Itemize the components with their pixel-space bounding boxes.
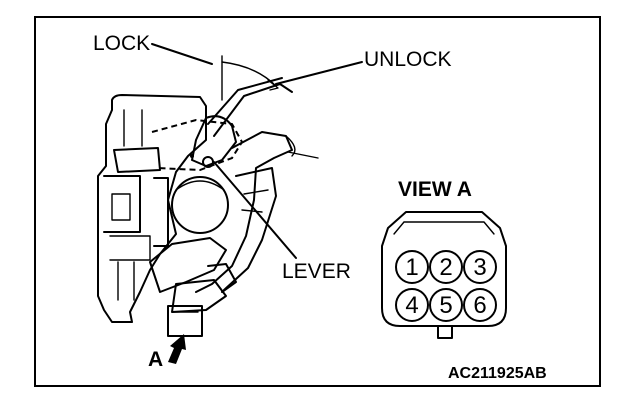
link-arm [195,131,293,293]
connector-outer-shell [381,211,507,327]
arrow-a-label: A [148,348,163,371]
connector-pin-number: 6 [473,292,486,319]
arrow-a-icon [168,334,186,364]
figure-code: AC211925AB [448,365,547,382]
connector-pin-1 [395,250,429,284]
lever-leader [213,161,297,259]
lever-plate [191,115,237,167]
lock-leader [151,43,213,65]
connector-pin-3 [463,250,497,284]
lever-label: LEVER [282,260,351,283]
view-a-title: VIEW A [398,178,472,201]
connector-pin-6 [463,288,497,322]
actuator-connector-stub [167,305,203,337]
connector-pin-number: 1 [405,254,418,281]
door-lock-actuator [97,55,319,337]
unlock-label: UNLOCK [364,48,452,71]
lock-label: LOCK [93,32,150,55]
connector-pin-2 [429,250,463,284]
latch-wheel [171,176,229,234]
connector-pin-number: 5 [439,292,452,319]
connector-pin-4 [395,288,429,322]
unlock-position-outline [151,118,244,172]
figure-border [34,16,601,387]
actuator-housing [97,94,207,323]
connector-pin-5 [429,288,463,322]
connector-pin-number: 3 [473,254,486,281]
lever-rod [213,83,293,137]
unlock-leader [275,61,363,85]
connector-pin-number: 2 [439,254,452,281]
connector-pin-number: 4 [405,292,418,319]
